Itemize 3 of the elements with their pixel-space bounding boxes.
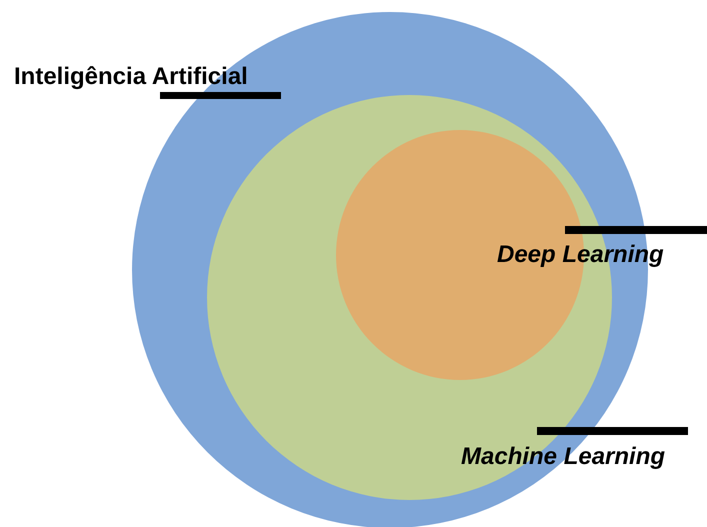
set-label: Deep Learning <box>497 241 664 269</box>
set-label: Machine Learning <box>461 443 666 471</box>
set-label: Inteligência Artificial <box>14 63 248 91</box>
